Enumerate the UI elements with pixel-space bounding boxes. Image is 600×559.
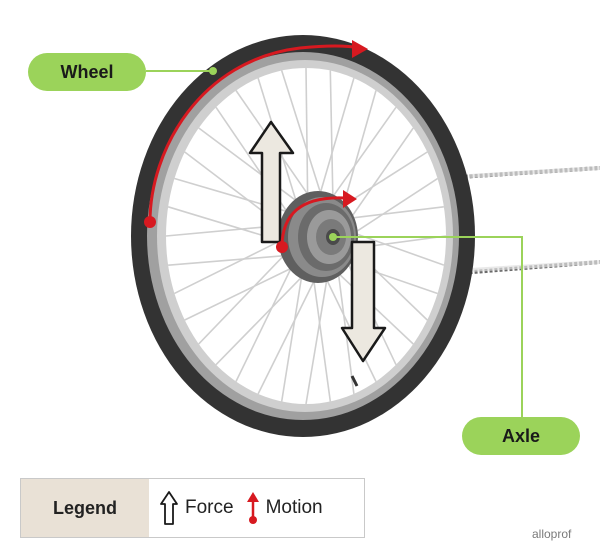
spoke (305, 67, 309, 204)
motion-arrow-icon (246, 492, 259, 524)
spoke (329, 70, 334, 206)
wheel-label: Wheel (28, 53, 146, 91)
wheel-motion-arrow (144, 40, 368, 228)
force-arrow-icon (160, 491, 178, 525)
axle-label: Axle (462, 417, 580, 455)
spoke (280, 268, 304, 402)
spoke (345, 127, 414, 226)
spoke (215, 270, 309, 366)
legend-body: Force Motion (149, 479, 364, 537)
leader-lines (146, 67, 523, 417)
spoke (347, 177, 438, 238)
legend-item-motion: Motion (246, 490, 323, 526)
wheel-label-text: Wheel (60, 61, 114, 82)
spoke (280, 70, 324, 202)
spoke (257, 272, 319, 395)
spoke (311, 272, 332, 402)
spoke (235, 259, 296, 382)
valve (350, 375, 359, 387)
spoke (198, 127, 304, 207)
spoke (174, 236, 289, 295)
legend-item-force: Force (159, 490, 234, 526)
spoke (168, 254, 293, 266)
legend: Legend Force Motion (20, 478, 365, 538)
spoke (327, 106, 397, 204)
spoke (198, 248, 291, 345)
legend-title: Legend (21, 479, 149, 537)
force-arrow-down (340, 240, 387, 363)
spoke (184, 263, 300, 321)
alloprof-logo: alloprof (532, 527, 572, 541)
axle-label-text: Axle (501, 425, 541, 446)
hub-motion-arrow (276, 190, 357, 253)
force-arrow-up (248, 120, 295, 244)
hub (278, 191, 358, 283)
spoke (305, 270, 330, 405)
legend-motion-label: Motion (265, 497, 323, 518)
spoke (343, 206, 444, 220)
legend-force-label: Force (185, 497, 234, 518)
spoke (317, 77, 355, 202)
